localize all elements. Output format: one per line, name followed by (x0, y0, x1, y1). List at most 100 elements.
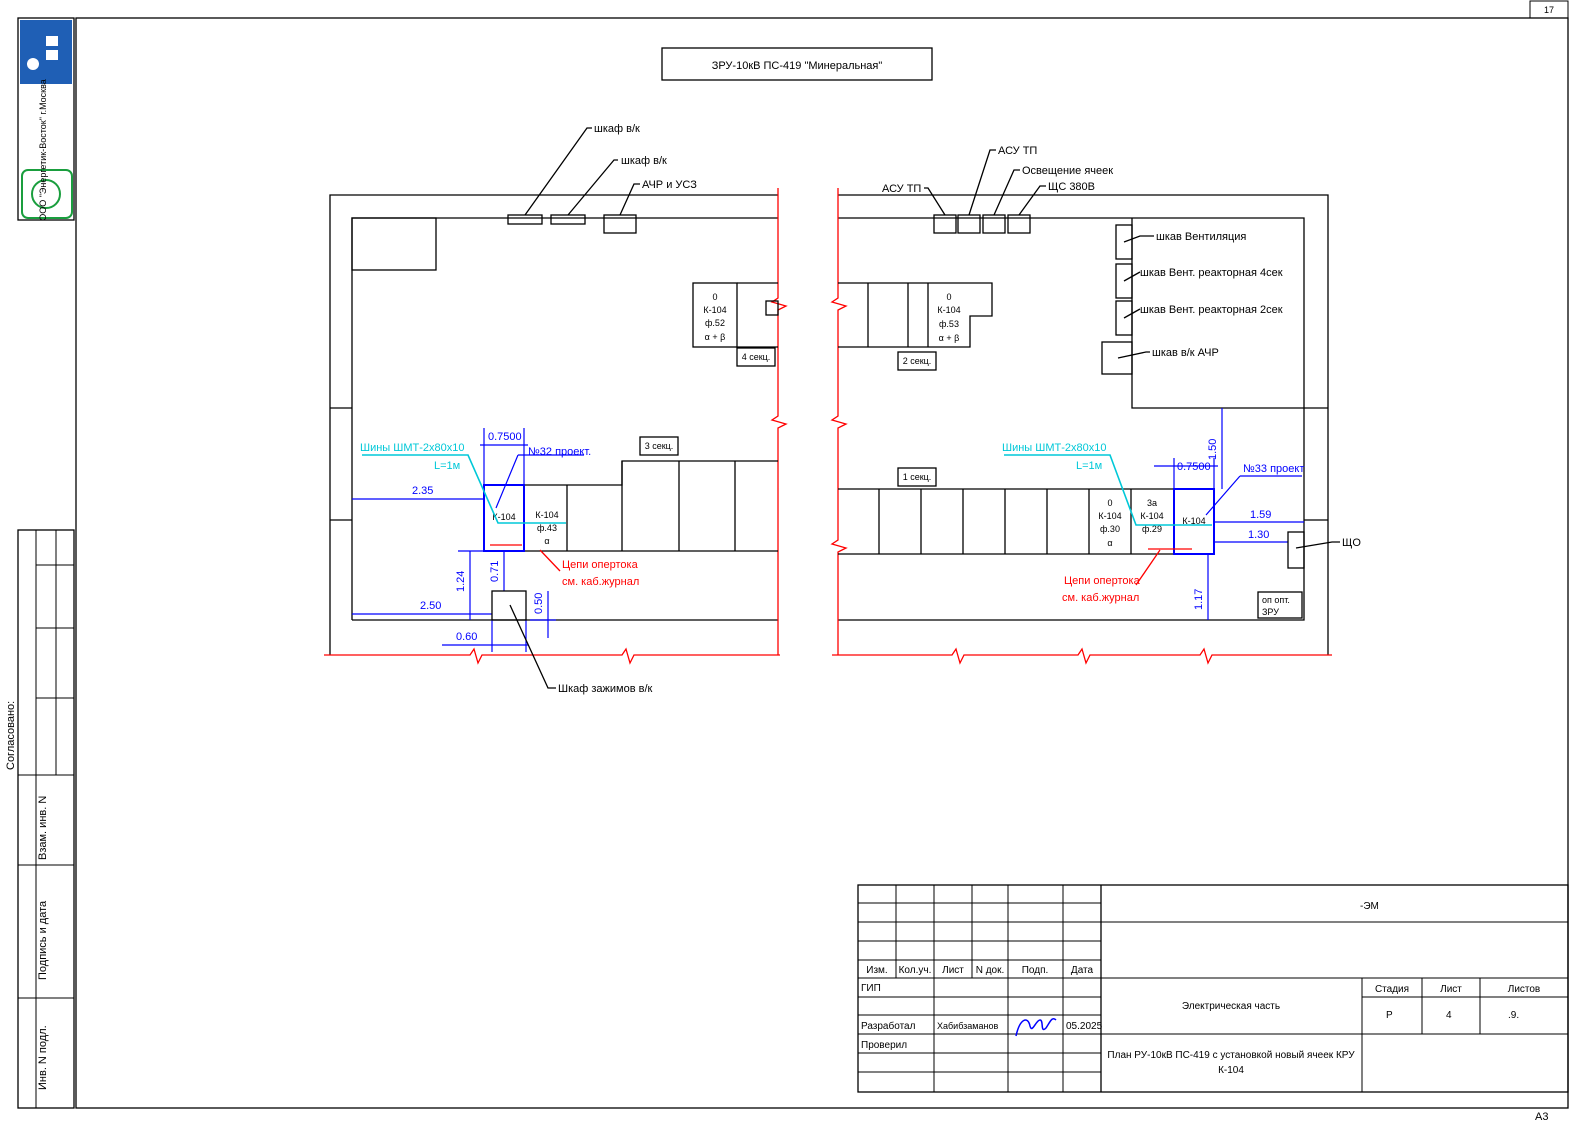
developer-signature (1015, 1017, 1057, 1037)
drawing-title-line2: К-104 (1218, 1065, 1244, 1076)
cell-f30-line2: К-104 (1098, 511, 1121, 521)
cell-f29-line3: ф.29 (1142, 524, 1162, 534)
cabinet-achr: АЧР и УСЗ (642, 179, 697, 191)
cell-f43-line1: К-104 (535, 510, 558, 520)
side-stamp: Согласовано: Взам. инв. N Подпись и дата… (5, 529, 75, 1109)
dim-left-width: 0.7500 (488, 431, 522, 443)
dim-right-117: 1.17 (1193, 589, 1205, 610)
cable-journal-left: см. каб.журнал (562, 576, 639, 588)
sheet-value: 4 (1446, 1010, 1452, 1021)
format-label: A3 (1535, 1111, 1548, 1123)
cabinet-vk-2: шкаф в/к (621, 155, 667, 167)
cell-f53-line1: 0 (946, 292, 951, 302)
cell-f52-line2: К-104 (703, 305, 726, 315)
cell-f52-line1: 0 (712, 292, 717, 302)
cabinet-vk-1: шкаф в/к (594, 123, 640, 135)
drawing-title-box (661, 47, 933, 81)
cell-f30-line4: α (1107, 538, 1112, 548)
dim-left-235: 2.35 (412, 485, 433, 497)
header-date: Дата (1071, 965, 1094, 976)
replaced-inv-label: Взам. инв. N (37, 796, 49, 860)
new-cell-right-label: К-104 (1182, 516, 1205, 526)
cell-f52-line3: ф.52 (705, 318, 725, 328)
dim-left-050: 0.50 (533, 593, 545, 614)
developer-name: Хабибзаманов (937, 1021, 998, 1031)
company-logo: ООО "Энергетик-Восток" г.Москва (17, 17, 75, 221)
sheet-label: Лист (1440, 984, 1462, 995)
company-name: ООО "Энергетик-Восток" г.Москва (38, 79, 48, 221)
header-ndoc: N док. (976, 965, 1005, 976)
bus-left-label: Шины ШМТ-2х80х10 (360, 442, 464, 454)
stage-label: Стадия (1375, 984, 1409, 995)
project-ref-left: №32 проект. (528, 446, 591, 458)
cabinet-vent-4: шкав Вент. реакторная 4сек (1140, 267, 1283, 279)
project-ref-right: №33 проект (1243, 463, 1304, 475)
dim-right-130: 1.30 (1248, 529, 1269, 541)
cable-journal-right: см. каб.журнал (1062, 592, 1139, 604)
dim-left-071: 0.71 (489, 561, 501, 582)
cell-f30-line3: ф.30 (1100, 524, 1120, 534)
cell-lighting: Освещение ячеек (1022, 165, 1113, 177)
document-code: -ЭМ (1360, 901, 1379, 912)
cell-f29-line2: К-104 (1140, 511, 1163, 521)
new-cell-left-label: К-104 (492, 512, 515, 522)
bus-left-length: L=1м (434, 460, 460, 472)
header-izm: Изм. (866, 965, 887, 976)
cell-f52-line4: α + β (705, 332, 726, 342)
sheet-number: 17 (1544, 5, 1554, 15)
header-sign: Подп. (1022, 965, 1049, 976)
asu-tp-left: АСУ ТП (882, 183, 921, 195)
inv-original-label: Инв. N подл. (37, 1025, 49, 1090)
shs-380: ЩС 380В (1048, 181, 1095, 193)
cell-f43-line2: ф.43 (537, 523, 557, 533)
cell-f53-line4: α + β (939, 333, 960, 343)
drawing-title-line1: План РУ-10кВ ПС-419 с установкой новый я… (1107, 1050, 1355, 1061)
plan-left: шкаф в/к шкаф в/к АЧР и УСЗ 0 К-104 ф.52… (324, 123, 788, 695)
dim-right-159: 1.59 (1250, 509, 1271, 521)
cell-f29-line1: 3а (1147, 498, 1157, 508)
dim-left-060: 0.60 (456, 631, 477, 643)
header-list: Лист (942, 965, 964, 976)
sheet-frame (75, 17, 1569, 1109)
bus-right-label: Шины ШМТ-2х80х10 (1002, 442, 1106, 454)
dim-right-width: 0.7500 (1177, 461, 1211, 473)
bus-right-length: L=1м (1076, 460, 1102, 472)
dim-right-150: 1.50 (1207, 439, 1219, 460)
asu-tp-top: АСУ ТП (998, 145, 1037, 157)
sheet-number-box (1529, 0, 1569, 19)
cell-f43-line3: α (544, 536, 549, 546)
developer-date: 05.2025 (1066, 1021, 1103, 1032)
op-circuits-right: Цепи опертока (1064, 575, 1141, 587)
drawing-title: ЗРУ-10кВ ПС-419 "Минеральная" (712, 60, 883, 72)
role-developer: Разработал (861, 1020, 916, 1032)
header-kol: Кол.уч. (899, 965, 932, 976)
section-3-label: 3 секц. (645, 441, 674, 451)
cabinet-shco: ЩО (1342, 537, 1361, 549)
sheets-label: Листов (1508, 984, 1541, 995)
role-checker: Проверил (861, 1040, 907, 1051)
cabinet-vent-2: шкав Вент. реакторная 2сек (1140, 304, 1283, 316)
cell-f53-line2: К-104 (937, 305, 960, 315)
section-1-label: 1 секц. (903, 472, 932, 482)
plan-right: АСУ ТП АСУ ТП Освещение ячеек ЩС 380В шк… (830, 145, 1361, 665)
cabinet-clamps: Шкаф зажимов в/к (558, 683, 653, 695)
op-current-line1: оп опт. (1262, 595, 1290, 605)
sheets-value: .9. (1508, 1010, 1519, 1021)
agreed-label: Согласовано: (5, 701, 17, 770)
dim-left-124: 1.24 (455, 571, 467, 592)
cabinet-vk-achr: шкав в/к АЧР (1152, 347, 1219, 359)
section-2-label: 2 секц. (903, 356, 932, 366)
cabinet-vent: шкав Вентиляция (1156, 231, 1246, 243)
role-gip: ГИП (861, 983, 881, 994)
stage-value: Р (1386, 1010, 1393, 1021)
section-name: Электрическая часть (1182, 1001, 1280, 1012)
cell-f30-line1: 0 (1107, 498, 1112, 508)
title-block: -ЭМ Изм. Кол.уч. Лист N док. Подп. Дата … (857, 884, 1569, 1093)
dim-left-250: 2.50 (420, 600, 441, 612)
op-circuits-left: Цепи опертока (562, 559, 639, 571)
op-current-line2: ЗРУ (1262, 607, 1279, 617)
cell-f53-line3: ф.53 (939, 319, 959, 329)
section-4-label: 4 секц. (742, 352, 771, 362)
sign-date-label: Подпись и дата (37, 900, 49, 980)
